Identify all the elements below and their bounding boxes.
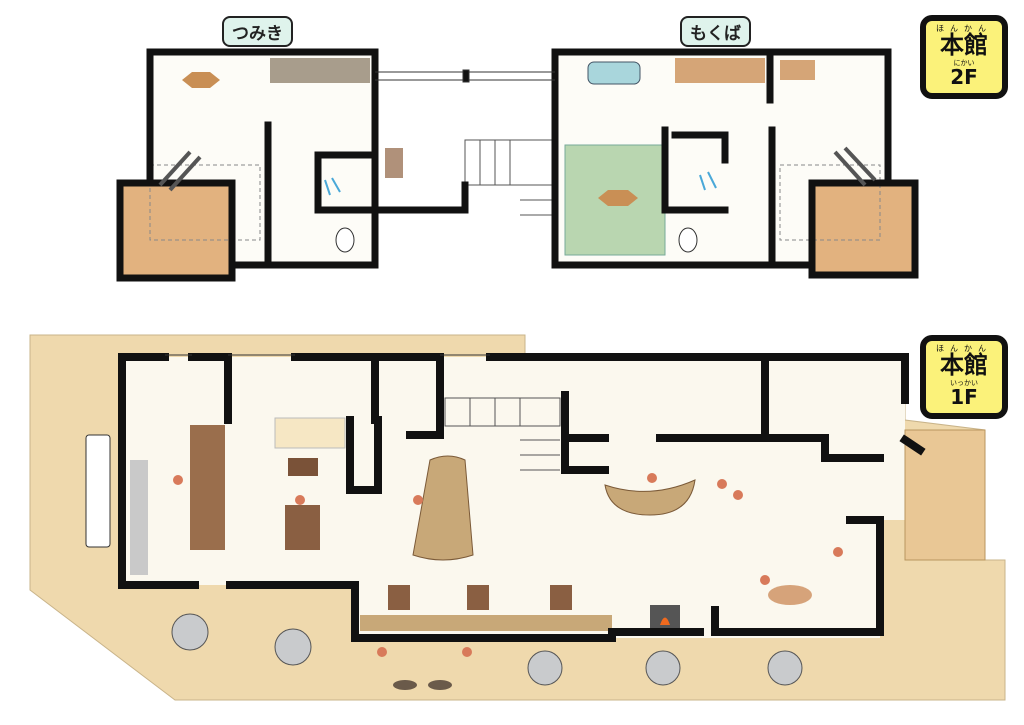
- shower-right: [699, 171, 717, 191]
- walls-2f: [116, 48, 919, 282]
- fire-icon: [660, 617, 670, 625]
- toilet-right: [678, 227, 698, 253]
- desk-2: [467, 585, 489, 610]
- badge-ruby: ほんかん: [936, 344, 992, 353]
- low-table: [768, 585, 812, 605]
- sofa: [587, 61, 641, 85]
- badge-ruby: ほんかん: [936, 24, 992, 33]
- people: [173, 473, 843, 657]
- stepping-stone: [645, 650, 681, 686]
- window-corridor: [375, 69, 555, 83]
- bed-right: [779, 164, 881, 241]
- loft-area-left: [120, 183, 232, 278]
- floor-2f: [116, 48, 919, 282]
- loft-area-right: [812, 183, 915, 275]
- kitchen-island: [190, 425, 225, 550]
- bed-left: [149, 164, 261, 241]
- badge-floor: 2F: [950, 65, 978, 89]
- ladder-left: [158, 150, 202, 192]
- kitchen-counter-gray: [130, 460, 148, 575]
- badge-floor: 1F: [950, 385, 978, 409]
- fireplace: [650, 605, 680, 629]
- stove-burners: [85, 434, 111, 548]
- desk: [780, 60, 815, 80]
- stepping-stone: [274, 628, 312, 666]
- bench: [360, 615, 612, 631]
- badge-title: 本館: [940, 351, 988, 379]
- desk-1: [388, 585, 410, 610]
- shower-left: [324, 177, 341, 196]
- dining-table: [285, 505, 320, 550]
- room-label-tsumiki: つみき: [222, 16, 293, 47]
- stepping-stone: [171, 613, 209, 651]
- badge-floor-ruby: いっかい: [950, 379, 978, 387]
- mat: [385, 148, 403, 178]
- kitchenette: [675, 58, 765, 83]
- dogs: [393, 680, 452, 690]
- stepping-stone: [767, 650, 803, 686]
- badge-floor-ruby: にかい: [953, 59, 975, 67]
- ladder-right: [833, 146, 877, 187]
- walls-1f: [118, 353, 926, 642]
- stairs-2f: [464, 139, 556, 216]
- small-table: [288, 458, 318, 476]
- floor-badge-2f: ほんかん 本館 にかい 2F: [920, 15, 1008, 99]
- toilet-left: [335, 227, 355, 253]
- badge-title: 本館: [940, 31, 988, 59]
- stepping-stone: [527, 650, 563, 686]
- wooden-boat: [604, 479, 696, 516]
- stairs-1f: [444, 397, 561, 471]
- climbing-tree: [412, 455, 474, 561]
- room-label-mokuba: もくば: [680, 16, 751, 47]
- shelf: [270, 58, 370, 83]
- floor-1f: [29, 334, 1006, 701]
- floor-badge-1f: ほんかん 本館 いっかい 1F: [920, 335, 1008, 419]
- desk-3: [550, 585, 572, 610]
- counter: [274, 417, 346, 449]
- rug-tatami: [598, 190, 638, 206]
- rug-left: [182, 72, 220, 88]
